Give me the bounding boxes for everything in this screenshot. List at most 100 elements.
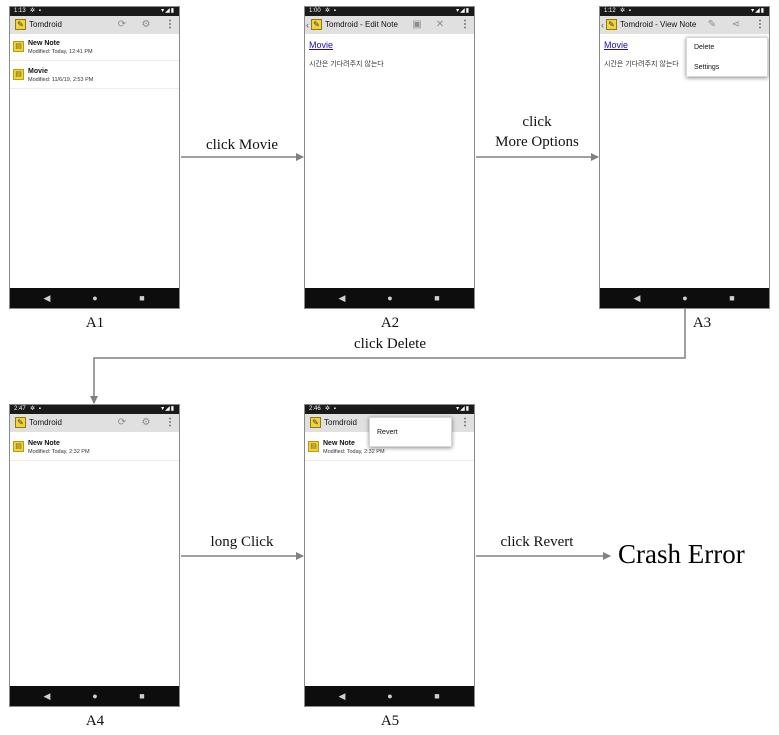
settings-gear-icon[interactable]: ⚙ [141, 417, 151, 428]
note-title-link[interactable]: Movie [309, 40, 334, 50]
notification-icons: ✲ ▪ [30, 8, 42, 14]
note-list-item[interactable]: ▤ New Note Modified: Today, 2:32 PM [305, 436, 474, 461]
back-nav-icon[interactable]: ◀ [633, 293, 641, 303]
screen-label-a3: A3 [692, 315, 712, 331]
share-icon[interactable]: ⋖ [731, 19, 741, 30]
home-nav-icon[interactable]: ● [92, 691, 98, 701]
app-title: Tomdroid [324, 418, 357, 427]
sync-icon[interactable]: ⟳ [117, 19, 127, 30]
back-chevron-icon[interactable]: ‹ [601, 20, 604, 30]
app-title: Tomdroid [29, 418, 62, 427]
tomdroid-logo-icon[interactable]: ✎ [606, 19, 617, 30]
status-time: 1:13 [14, 8, 26, 14]
screen-label-a5: A5 [380, 713, 400, 729]
tomdroid-logo-icon[interactable]: ✎ [15, 417, 26, 428]
note-icon: ▤ [13, 441, 24, 452]
settings-gear-icon[interactable]: ⚙ [141, 19, 151, 30]
save-icon[interactable]: ▣ [412, 19, 422, 30]
notification-icons: ✲ ▪ [325, 8, 337, 14]
note-modified-date: Modified: 11/6/19, 2:53 PM [28, 77, 94, 83]
recents-nav-icon[interactable]: ■ [434, 293, 440, 303]
recents-nav-icon[interactable]: ■ [434, 691, 440, 701]
note-modified-date: Modified: Today, 2:32 PM [28, 449, 90, 455]
action-label-click-revert: click Revert [500, 534, 574, 550]
nav-bar: ◀ ● ■ [10, 288, 179, 308]
more-vert-icon[interactable]: ⋮ [460, 19, 470, 30]
recents-nav-icon[interactable]: ■ [139, 691, 145, 701]
recents-nav-icon[interactable]: ■ [139, 293, 145, 303]
note-body-text[interactable]: 시간은 기다려주지 않는다 [309, 61, 384, 68]
action-bar: ‹ ✎ Tomdroid - View Note ✎ ⋖ ⋮ [600, 16, 769, 34]
nav-bar: ◀ ● ■ [600, 288, 769, 308]
note-list-item[interactable]: ▤ New Note Modified: Today, 2:32 PM [10, 436, 179, 461]
edit-pencil-icon[interactable]: ✎ [707, 19, 717, 30]
screen-label-a2: A2 [380, 315, 400, 331]
note-icon: ▤ [13, 41, 24, 52]
home-nav-icon[interactable]: ● [92, 293, 98, 303]
screen-a3: 1:12 ✲ ▪ ▾◢▮ ‹ ✎ Tomdroid - View Note ✎ … [599, 6, 770, 309]
note-title: New Note [323, 440, 355, 447]
nav-bar: ◀ ● ■ [10, 686, 179, 706]
sync-icon[interactable]: ⟳ [117, 417, 127, 428]
note-list-item[interactable]: ▤ Movie Modified: 11/6/19, 2:53 PM [10, 64, 179, 89]
note-title: Movie [28, 68, 48, 75]
action-bar: ‹ ✎ Tomdroid - Edit Note ▣ ✕ ⋮ [305, 16, 474, 34]
tomdroid-logo-icon[interactable]: ✎ [310, 417, 321, 428]
recents-nav-icon[interactable]: ■ [729, 293, 735, 303]
discard-icon[interactable]: ✕ [435, 19, 445, 30]
action-bar: ✎ Tomdroid ⟳ ⚙ ⋮ [10, 414, 179, 432]
action-label-long-click: long Click [210, 534, 274, 550]
action-label-more-options: More Options [495, 134, 579, 150]
home-nav-icon[interactable]: ● [387, 293, 393, 303]
menu-item-settings[interactable]: Settings [694, 64, 720, 71]
nav-bar: ◀ ● ■ [305, 288, 474, 308]
app-title: Tomdroid - Edit Note [325, 20, 398, 29]
note-icon: ▤ [13, 69, 24, 80]
menu-item-delete[interactable]: Delete [694, 44, 715, 51]
note-title-link[interactable]: Movie [604, 40, 629, 50]
back-nav-icon[interactable]: ◀ [338, 293, 346, 303]
signal-battery-icon: ▾◢▮ [161, 406, 175, 412]
app-title: Tomdroid - View Note [620, 20, 697, 29]
signal-battery-icon: ▾◢▮ [456, 406, 470, 412]
tomdroid-logo-icon[interactable]: ✎ [15, 19, 26, 30]
screen-label-a4: A4 [85, 713, 105, 729]
more-vert-icon[interactable]: ⋮ [460, 417, 470, 428]
action-label-click-movie: click Movie [205, 137, 279, 153]
screen-a2: 1:00 ✲ ▪ ▾◢▮ ‹ ✎ Tomdroid - Edit Note ▣ … [304, 6, 475, 309]
status-time: 1:12 [604, 8, 616, 14]
back-chevron-icon[interactable]: ‹ [306, 20, 309, 30]
signal-battery-icon: ▾◢▮ [161, 8, 175, 14]
status-bar: 2:47 ✲ ▪ ▾◢▮ [10, 405, 179, 414]
status-bar: 1:12 ✲ ▪ ▾◢▮ [600, 7, 769, 16]
more-vert-icon[interactable]: ⋮ [165, 417, 175, 428]
note-icon: ▤ [308, 441, 319, 452]
note-title: New Note [28, 440, 60, 447]
more-vert-icon[interactable]: ⋮ [755, 19, 765, 30]
home-nav-icon[interactable]: ● [682, 293, 688, 303]
status-time: 2:47 [14, 406, 26, 412]
tomdroid-logo-icon[interactable]: ✎ [311, 19, 322, 30]
context-menu: Revert [369, 417, 452, 447]
back-nav-icon[interactable]: ◀ [338, 691, 346, 701]
back-nav-icon[interactable]: ◀ [43, 293, 51, 303]
notification-icons: ✲ ▪ [30, 406, 42, 412]
menu-item-revert[interactable]: Revert [377, 429, 398, 436]
action-bar: ✎ Tomdroid ⟳ ⚙ ⋮ [10, 16, 179, 34]
status-bar: 1:13 ✲ ▪ ▾◢▮ [10, 7, 179, 16]
note-modified-date: Modified: Today, 2:32 PM [323, 449, 385, 455]
action-label-click: click [522, 114, 552, 130]
more-vert-icon[interactable]: ⋮ [165, 19, 175, 30]
note-list-item[interactable]: ▤ New Note Modified: Today, 12:41 PM [10, 36, 179, 61]
action-label-click-delete: click Delete [353, 336, 427, 352]
back-nav-icon[interactable]: ◀ [43, 691, 51, 701]
home-nav-icon[interactable]: ● [387, 691, 393, 701]
overflow-menu: Delete Settings [686, 37, 768, 77]
status-bar: 1:00 ✲ ▪ ▾◢▮ [305, 7, 474, 16]
arrow-a3-to-a4 [90, 309, 686, 404]
note-body-text[interactable]: 시간은 기다려주지 않는다 [604, 61, 679, 68]
screen-a4: 2:47 ✲ ▪ ▾◢▮ ✎ Tomdroid ⟳ ⚙ ⋮ ▤ New Note… [9, 404, 180, 707]
nav-bar: ◀ ● ■ [305, 686, 474, 706]
crash-error-outcome: Crash Error [618, 539, 745, 569]
